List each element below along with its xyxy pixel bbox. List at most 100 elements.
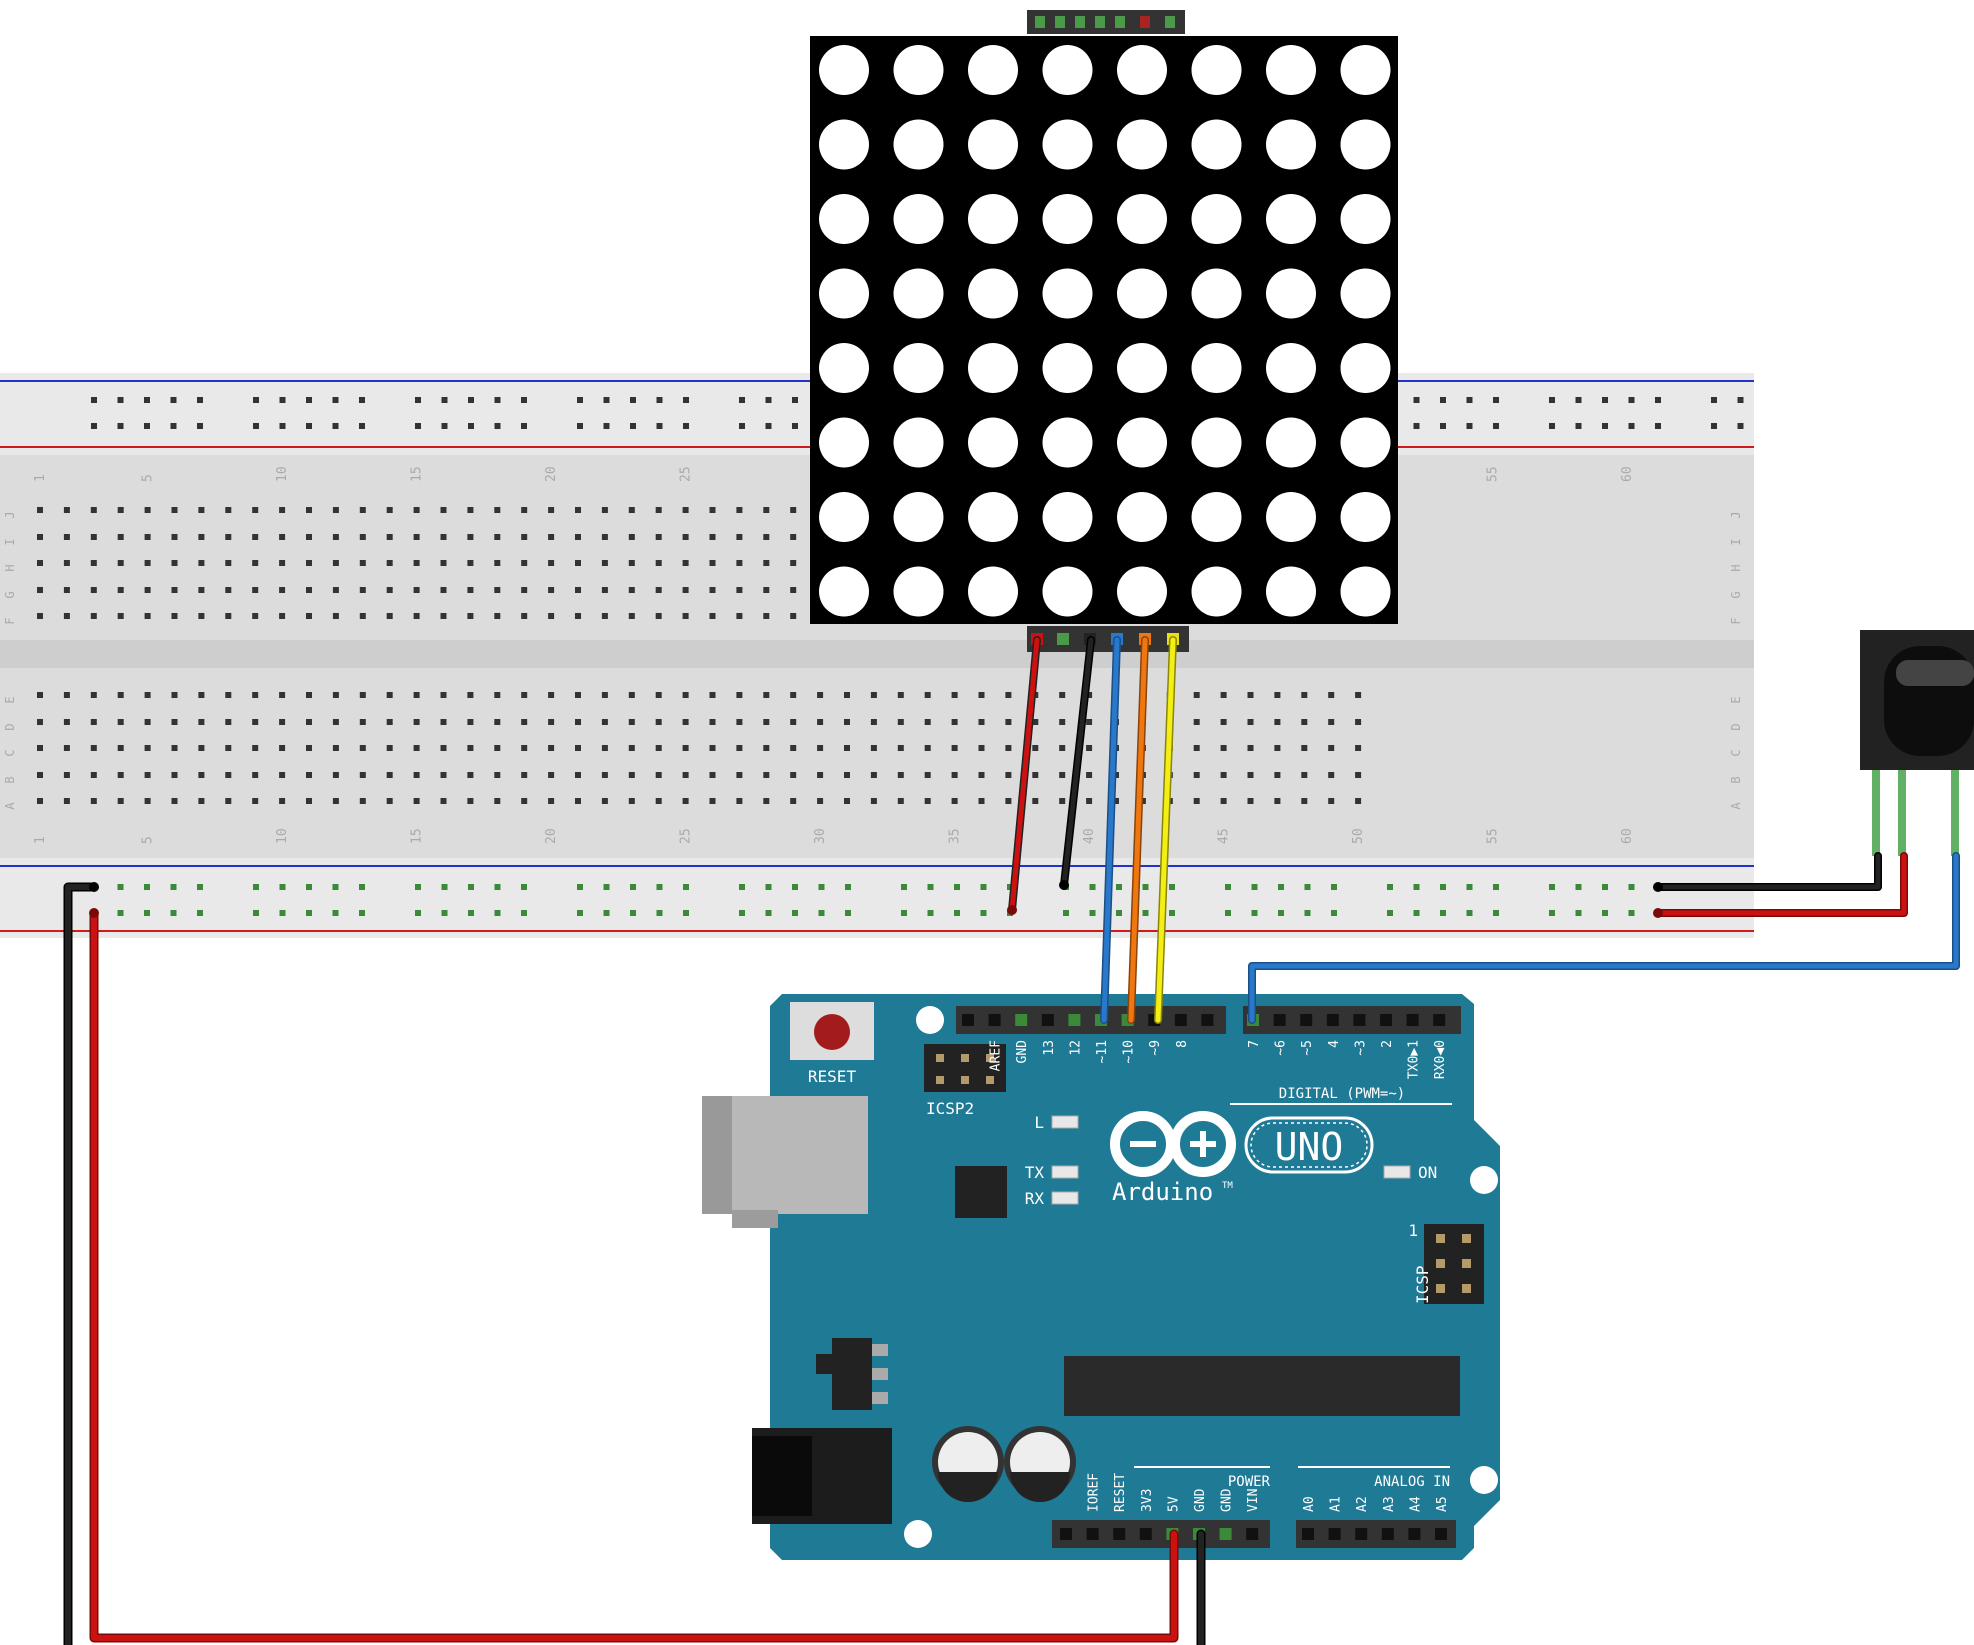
matrix-led [893, 417, 944, 468]
breadboard-hole [90, 719, 97, 725]
breadboard-hole [467, 719, 474, 725]
breadboard-hole [817, 745, 824, 751]
pin-label: A5 [1435, 1496, 1450, 1512]
rail-hole [253, 397, 259, 403]
breadboard-hole [736, 772, 743, 778]
column-number: 5 [141, 836, 156, 844]
header-pin [1433, 1014, 1446, 1026]
rail-hole [359, 423, 365, 429]
rail-hole [521, 910, 527, 916]
usb-connector-tab [732, 1210, 778, 1228]
matrix-led [1191, 45, 1242, 95]
breadboard-hole [467, 534, 474, 540]
breadboard-hole [359, 587, 366, 593]
breadboard-hole [494, 692, 501, 698]
breadboard-hole [682, 719, 689, 725]
breadboard-hole [198, 507, 205, 513]
row-letter: F [1729, 617, 1743, 624]
breadboard-hole [1113, 798, 1119, 804]
breadboard-hole [1005, 692, 1012, 698]
breadboard-hole [1032, 798, 1039, 804]
breadboard-hole [951, 772, 958, 778]
breadboard-hole [1328, 745, 1335, 751]
matrix-led [968, 119, 1018, 170]
breadboard-hole [171, 772, 178, 778]
breadboard-hole [548, 587, 555, 593]
breadboard-hole [817, 772, 824, 778]
breadboard-hole [548, 560, 555, 566]
breadboard-hole [440, 534, 447, 540]
breadboard-hole [198, 692, 205, 698]
breadboard-hole [655, 772, 662, 778]
wire-rail-5v [91, 910, 1177, 1641]
breadboard-hole [709, 772, 716, 778]
breadboard-hole [90, 587, 97, 593]
breadboard-hole [575, 613, 581, 619]
reset-button[interactable] [814, 1014, 850, 1050]
breadboard-hole [763, 798, 770, 804]
breadboard-hole [763, 507, 770, 513]
rail-hole [306, 397, 312, 403]
breadboard-hole [225, 692, 232, 698]
rail-hole [630, 884, 636, 890]
rail-hole [818, 884, 825, 890]
breadboard-hole [198, 534, 205, 540]
rail-hole [117, 423, 124, 429]
breadboard-hole [117, 798, 124, 804]
rail-hole [1304, 910, 1311, 916]
rail-hole [1331, 910, 1337, 916]
pin-label: 12 [1068, 1040, 1083, 1056]
rail-hole [1413, 397, 1420, 403]
breadboard-hole [332, 534, 339, 540]
breadboard-hole [521, 587, 528, 593]
rail-hole [170, 884, 177, 890]
rail-hole [739, 884, 745, 890]
breadboard-hole [575, 560, 581, 566]
breadboard-hole [628, 507, 635, 513]
pin-label: RESET [1113, 1473, 1128, 1512]
breadboard-hole [413, 692, 420, 698]
wire-matrix-clk [1155, 637, 1176, 1023]
rail-hole [359, 397, 365, 403]
row-letter: H [3, 564, 17, 571]
breadboard-hole [225, 507, 232, 513]
breadboard-hole [440, 772, 447, 778]
breadboard-hole [144, 692, 151, 698]
wire-matrix-vcc [1009, 637, 1040, 913]
column-number: 55 [1486, 828, 1501, 844]
breadboard-hole [225, 587, 232, 593]
pin-label: GND [1193, 1488, 1208, 1512]
breadboard-hole [494, 587, 501, 593]
rail-hole [1142, 884, 1149, 890]
ir-receiver-pin-out [1872, 770, 1880, 856]
breadboard-hole [198, 745, 205, 751]
breadboard-hole [1193, 692, 1200, 698]
breadboard-hole [467, 772, 474, 778]
breadboard-hole [1247, 745, 1254, 751]
rail-hole [1549, 884, 1555, 890]
rail-hole [332, 397, 339, 403]
breadboard-hole [332, 772, 339, 778]
row-letter: E [1729, 696, 1743, 703]
rail-hole [468, 423, 474, 429]
breadboard-hole [117, 772, 124, 778]
rail-hole [1655, 423, 1661, 429]
usb-chip [955, 1166, 1007, 1218]
breadboard-hole [37, 613, 43, 619]
rail-hole [1116, 884, 1122, 890]
breadboard-hole [601, 692, 608, 698]
rail-hole [765, 423, 772, 429]
center-channel [0, 640, 1754, 668]
breadboard-hole [601, 507, 608, 513]
breadboard-hole [575, 745, 581, 751]
breadboard-hole [332, 692, 339, 698]
breadboard-hole [494, 798, 501, 804]
header-pin [1068, 1014, 1081, 1026]
rail-hole [1737, 423, 1744, 429]
rail-hole [980, 910, 987, 916]
breadboard-hole [37, 507, 43, 513]
breadboard-hole [655, 507, 662, 513]
breadboard-hole [575, 534, 581, 540]
rail-hole [117, 910, 124, 916]
breadboard-hole [90, 613, 97, 619]
